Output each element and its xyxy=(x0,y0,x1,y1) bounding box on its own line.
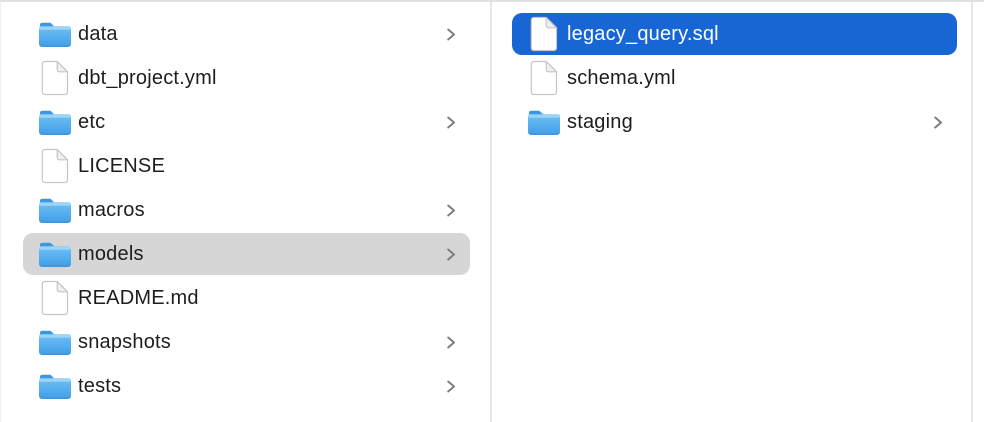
list-item-readme-md[interactable]: README.md xyxy=(23,277,470,319)
chevron-right-icon xyxy=(445,114,457,131)
item-label: macros xyxy=(78,198,145,221)
chevron-right-icon xyxy=(932,114,944,131)
document-icon xyxy=(37,60,73,96)
folder-icon xyxy=(37,368,73,404)
item-label: snapshots xyxy=(78,330,171,353)
folder-icon xyxy=(37,104,73,140)
item-label: legacy_query.sql xyxy=(567,22,719,45)
file-column-parent: data dbt_project.yml etc LICENSE macros … xyxy=(1,2,492,422)
item-label: tests xyxy=(78,374,122,397)
list-item-tests[interactable]: tests xyxy=(23,365,470,407)
document-icon xyxy=(37,280,73,316)
file-column-child: legacy_query.sql schema.yml staging xyxy=(492,2,973,422)
chevron-right-icon xyxy=(445,202,457,219)
chevron-right-icon xyxy=(445,378,457,395)
document-icon xyxy=(526,60,562,96)
item-label: dbt_project.yml xyxy=(78,66,217,89)
list-item-dbt-project-yml[interactable]: dbt_project.yml xyxy=(23,57,470,99)
item-label: models xyxy=(78,242,144,265)
list-item-license[interactable]: LICENSE xyxy=(23,145,470,187)
folder-icon xyxy=(37,324,73,360)
item-label: README.md xyxy=(78,286,199,309)
item-label: data xyxy=(78,22,118,45)
chevron-right-icon xyxy=(445,26,457,43)
next-column-edge xyxy=(973,2,984,422)
folder-icon xyxy=(37,236,73,272)
folder-icon xyxy=(37,192,73,228)
list-item-macros[interactable]: macros xyxy=(23,189,470,231)
item-label: etc xyxy=(78,110,106,133)
list-item-schema-yml[interactable]: schema.yml xyxy=(512,57,957,99)
folder-icon xyxy=(37,16,73,52)
list-item-etc[interactable]: etc xyxy=(23,101,470,143)
chevron-right-icon xyxy=(445,334,457,351)
document-icon xyxy=(37,148,73,184)
item-label: LICENSE xyxy=(78,154,165,177)
document-icon xyxy=(526,16,562,52)
list-item-data[interactable]: data xyxy=(23,13,470,55)
item-label: staging xyxy=(567,110,633,133)
folder-icon xyxy=(526,104,562,140)
list-item-legacy-query-sql-selected[interactable]: legacy_query.sql xyxy=(512,13,957,55)
list-item-models-selected[interactable]: models xyxy=(23,233,470,275)
chevron-right-icon xyxy=(445,246,457,263)
list-item-snapshots[interactable]: snapshots xyxy=(23,321,470,363)
list-item-staging[interactable]: staging xyxy=(512,101,957,143)
item-label: schema.yml xyxy=(567,66,676,89)
